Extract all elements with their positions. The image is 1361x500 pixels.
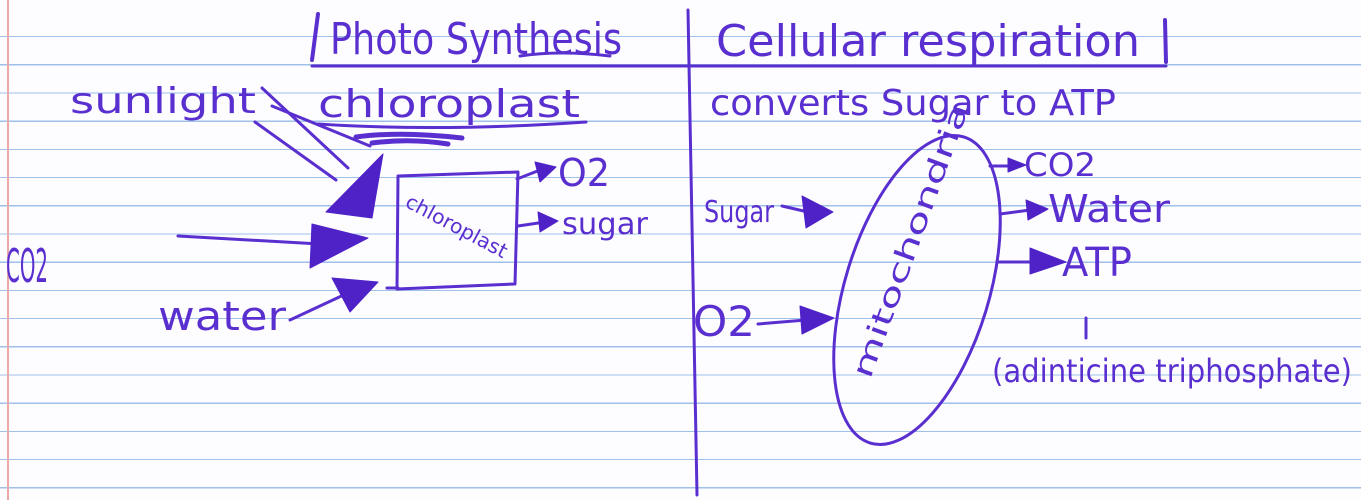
- water-arrow-shaft: [288, 290, 352, 322]
- header-bracket-left: [310, 12, 320, 62]
- atp-arrowhead: [1029, 247, 1067, 275]
- mitochondria-label: mitochondria: [846, 99, 976, 383]
- photosynthesis-title: Photo Synthesis: [330, 14, 622, 65]
- co2-output-label: CO2: [1024, 146, 1096, 184]
- co2-arrow-shaft: [176, 234, 322, 246]
- co2-arrowhead: [309, 223, 369, 269]
- o2-arrow-shaft: [515, 168, 542, 181]
- water-output-label: Water: [1048, 187, 1170, 231]
- mitochondria-oval: [832, 134, 1002, 446]
- margin-line: [7, 0, 9, 500]
- o2-input-arrow-shaft: [756, 318, 808, 326]
- respiration-title: Cellular respiration: [716, 16, 1140, 67]
- sugar-input-arrowhead: [801, 195, 834, 229]
- co2-output-arrowhead: [1007, 157, 1027, 173]
- chloroplast-subtitle: chloroplast: [318, 82, 580, 126]
- sunlight-ray-2: [270, 104, 372, 148]
- atp-note: (adinticine triphosphate): [992, 352, 1352, 390]
- sunlight-ray-3: [253, 120, 338, 182]
- co2-label: CO2: [6, 239, 48, 293]
- o2-output-label: O2: [558, 151, 610, 195]
- sugar-output-arrowhead: [537, 211, 559, 233]
- sunlight-ray-1: [260, 86, 350, 170]
- water-label: water: [158, 294, 287, 340]
- subtitle-scribble: [353, 131, 465, 147]
- subtitle-underline: [316, 120, 588, 130]
- sunlight-arrowhead: [325, 153, 384, 219]
- title-emphasis-mark: [518, 51, 612, 58]
- sugar-output-label: sugar: [562, 207, 649, 242]
- header-bracket-right: [1163, 18, 1168, 64]
- atp-output-label: ATP: [1062, 240, 1132, 286]
- sugar-input-label: Sugar: [704, 195, 775, 230]
- chloroplast-box-label: chloroplast: [402, 189, 512, 263]
- column-divider: [686, 8, 699, 497]
- water-arrowhead: [331, 277, 379, 313]
- chloroplast-box: [395, 170, 520, 291]
- sunlight-label: sunlight: [70, 81, 256, 122]
- o2-arrowhead: [534, 161, 557, 183]
- respiration-subtitle: converts Sugar to ATP: [710, 83, 1116, 124]
- o2-input-label: O2: [693, 297, 755, 346]
- water-output-arrow-shaft: [998, 208, 1032, 216]
- water-output-arrowhead: [1025, 199, 1049, 221]
- o2-input-arrowhead: [799, 305, 835, 335]
